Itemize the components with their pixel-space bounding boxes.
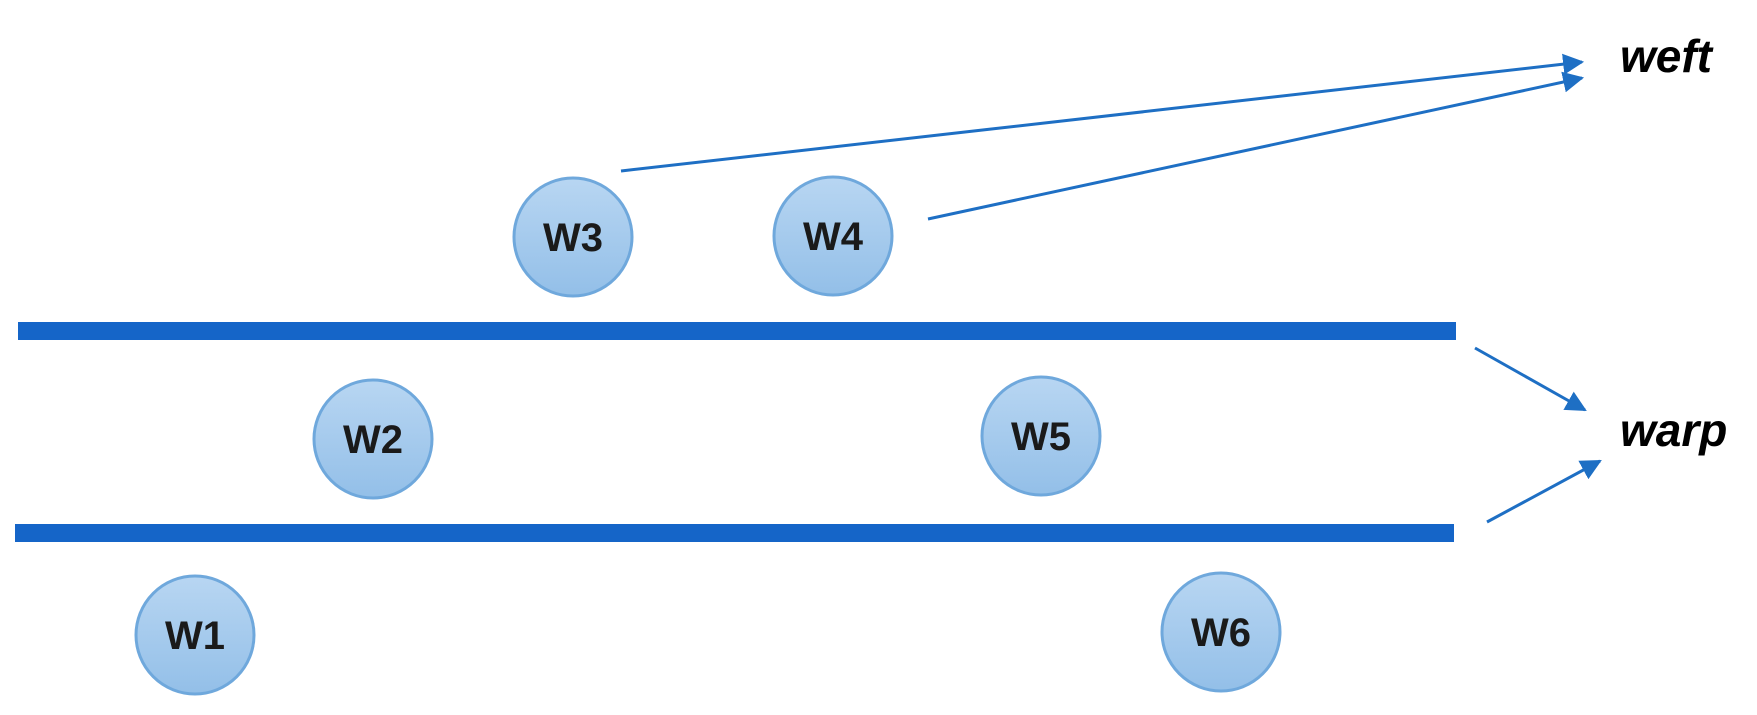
node-w4: W4 — [772, 175, 894, 297]
upper-thread-to-warp-arrow — [1474, 346, 1587, 412]
node-w2-label: W2 — [343, 418, 403, 462]
node-w4-label: W4 — [803, 215, 864, 259]
node-w5: W5 — [980, 375, 1102, 497]
lower-thread-to-warp-arrow — [1486, 459, 1602, 524]
node-w3: W3 — [512, 176, 634, 298]
w3-to-weft-arrow — [620, 53, 1585, 173]
w4-to-weft-arrow — [927, 71, 1585, 221]
weft-label: weft — [1620, 30, 1714, 82]
node-w5-label: W5 — [1011, 415, 1071, 459]
upper-thread — [18, 322, 1456, 340]
warp-label: warp — [1620, 404, 1727, 456]
lower-thread — [15, 524, 1454, 542]
node-w3-label: W3 — [543, 216, 603, 260]
node-w2: W2 — [312, 378, 434, 500]
node-w1: W1 — [134, 574, 256, 696]
node-w1-label: W1 — [165, 614, 225, 658]
node-w6: W6 — [1160, 571, 1282, 693]
node-w6-label: W6 — [1191, 611, 1251, 655]
